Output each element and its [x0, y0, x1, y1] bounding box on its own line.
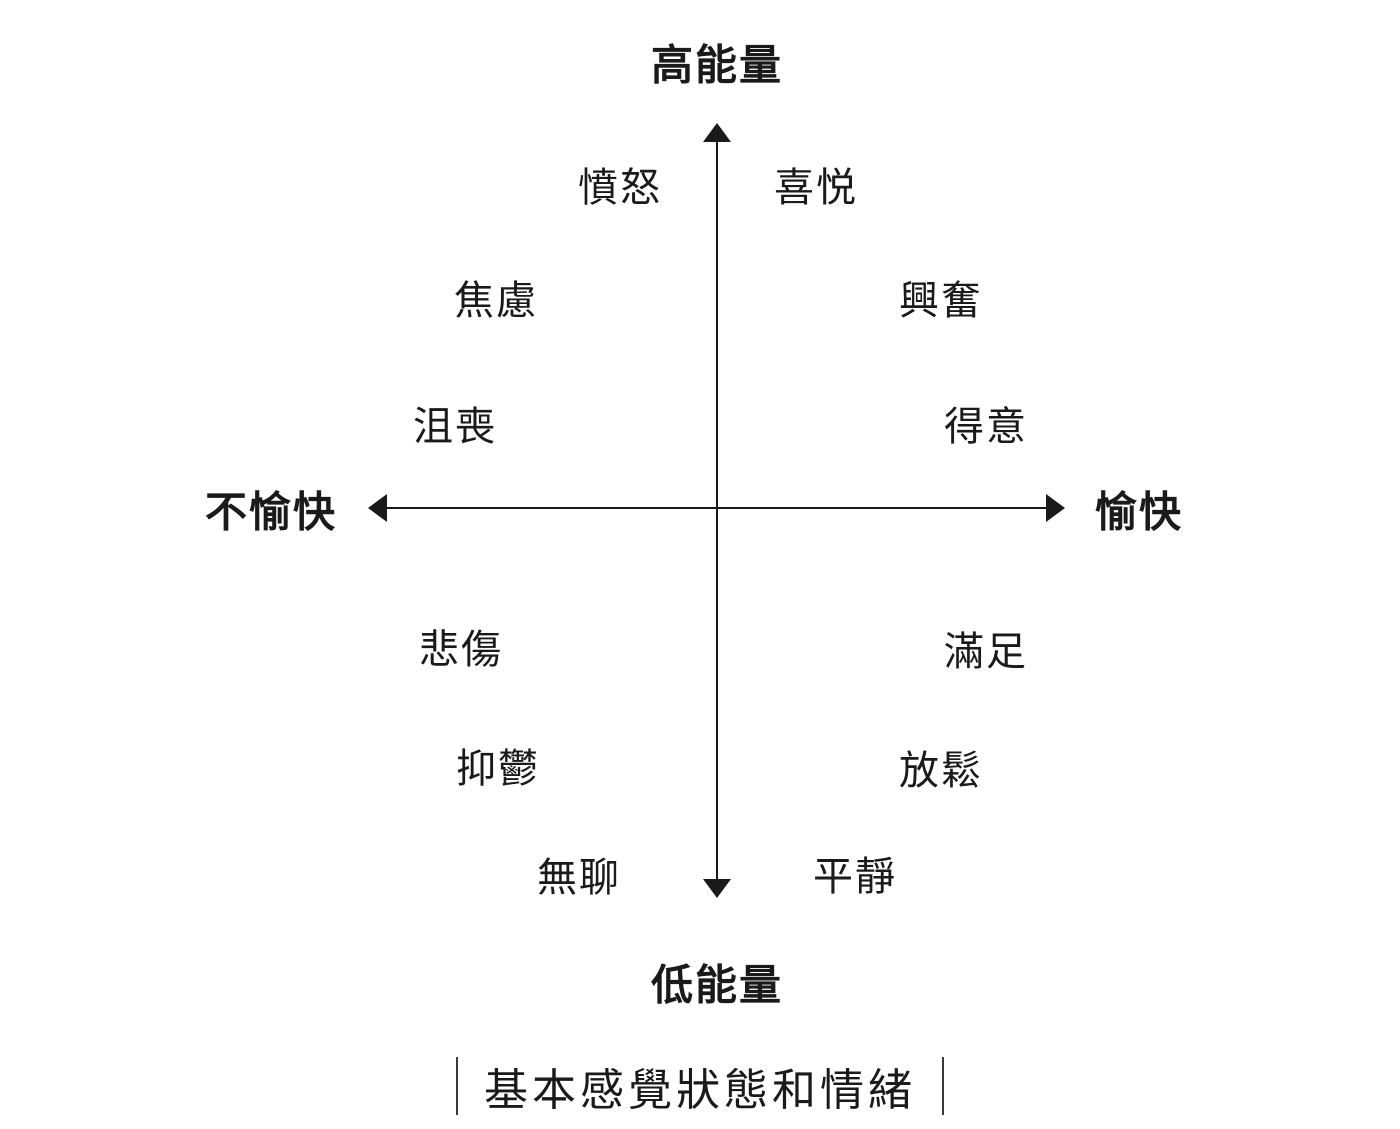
- caption-left-bar: [456, 1057, 458, 1115]
- arrow-left-icon: [368, 494, 387, 522]
- emotion-label-satisfaction: 滿足: [944, 630, 1028, 674]
- emotion-label-frustration: 沮喪: [413, 405, 497, 449]
- axis-label-low-energy: 低能量: [650, 961, 784, 1009]
- horizontal-axis-line: [382, 507, 1050, 509]
- emotion-label-relaxation: 放鬆: [899, 749, 983, 793]
- axis-label-high-energy: 高能量: [650, 41, 784, 89]
- emotion-label-excitement: 興奮: [899, 279, 983, 323]
- caption-right-bar: [942, 1057, 944, 1115]
- vertical-axis-line: [716, 138, 718, 882]
- emotion-label-pride: 得意: [944, 405, 1028, 449]
- emotion-label-sadness: 悲傷: [419, 628, 503, 672]
- emotion-label-calm: 平靜: [813, 855, 897, 899]
- axis-label-unpleasant: 不愉快: [204, 488, 338, 536]
- emotion-label-joy: 喜悦: [774, 166, 858, 210]
- caption-text: 基本感覺狀態和情緒: [484, 1066, 916, 1115]
- arrow-right-icon: [1046, 494, 1065, 522]
- emotion-label-anger: 憤怒: [578, 166, 662, 210]
- emotion-label-anxiety: 焦慮: [454, 279, 538, 323]
- arrow-down-icon: [703, 879, 731, 898]
- axis-label-pleasant: 愉快: [1094, 488, 1184, 536]
- emotion-label-boredom: 無聊: [537, 856, 621, 900]
- diagram-caption: 基本感覺狀態和情緒: [456, 1054, 944, 1118]
- arrow-up-icon: [703, 123, 731, 142]
- emotion-label-depression: 抑鬱: [456, 747, 540, 791]
